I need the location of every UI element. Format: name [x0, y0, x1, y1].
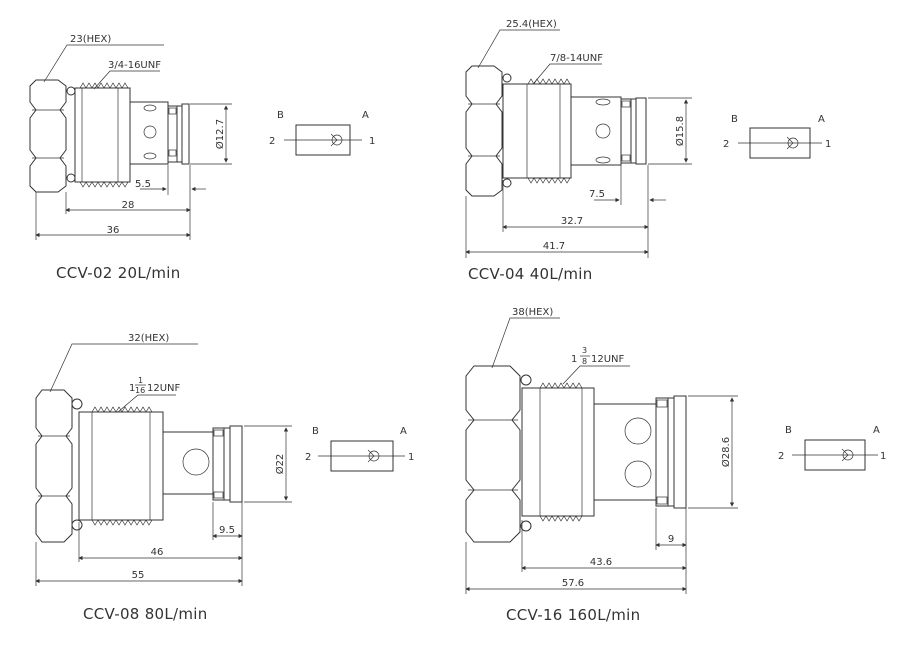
dim-small-label: 9: [668, 534, 674, 545]
dim-total-label: 36: [107, 225, 120, 236]
threaded-body: [78, 406, 164, 526]
port-2-label: 2: [723, 139, 729, 150]
dim-total-label: 57.6: [562, 578, 584, 589]
thread-denominator: 16: [135, 386, 145, 395]
check-valve-symbol: B A 2 1: [269, 110, 375, 156]
port-b-label: B: [312, 426, 319, 437]
thread-label: 1 1 16 12UNF: [129, 376, 181, 395]
hex-nut: [465, 365, 521, 543]
check-valve-symbol: B A 2 1: [305, 426, 414, 472]
model-caption: CCV-04 40L/min: [468, 265, 593, 283]
diameter-label: Ø22: [274, 454, 286, 475]
valve-ccv-16: 38(HEX) 1 3 8 12UNF Ø28.6 9 43.6 57.6 CC…: [465, 307, 886, 624]
dim-total-label: 41.7: [543, 241, 565, 252]
dim-total-label: 55: [132, 570, 145, 581]
hex-nut: [35, 389, 73, 543]
thread-numerator: 1: [138, 376, 143, 385]
port-b-label: B: [785, 425, 792, 436]
port-a-label: A: [400, 426, 407, 437]
port-a-label: A: [362, 110, 369, 121]
thread-numerator: 3: [582, 346, 587, 355]
threaded-body: [502, 78, 572, 184]
port-1-label: 1: [408, 452, 414, 463]
dim-mid-label: 43.6: [590, 557, 612, 568]
threaded-body: [74, 82, 131, 188]
port-b-label: B: [731, 114, 738, 125]
port-1-label: 1: [825, 139, 831, 150]
cage: [129, 101, 190, 165]
port-2-label: 2: [269, 136, 275, 147]
hex-size-label: 23(HEX): [70, 34, 111, 45]
cage: [162, 425, 243, 503]
dim-small-label: 9.5: [219, 525, 235, 536]
valve-ccv-08: 32(HEX) 1 1 16 12UNF Ø22 9.5 46 55 CCV-0…: [35, 333, 414, 623]
thread-label: 7/8-14UNF: [550, 53, 603, 64]
port-2-label: 2: [778, 451, 784, 462]
port-1-label: 1: [369, 136, 375, 147]
port-2-label: 2: [305, 452, 311, 463]
port-a-label: A: [873, 425, 880, 436]
thread-label: 3/4-16UNF: [108, 60, 161, 71]
check-valve-symbol: B A 2 1: [778, 425, 886, 471]
cage: [593, 395, 687, 509]
diameter-label: Ø28.6: [720, 437, 732, 467]
thread-unf: 12UNF: [147, 383, 181, 394]
cage: [570, 96, 647, 166]
dim-mid-label: 28: [122, 200, 135, 211]
thread-unf: 12UNF: [591, 354, 625, 365]
dim-mid-label: 32.7: [561, 216, 583, 227]
model-caption: CCV-16 160L/min: [506, 606, 640, 624]
model-caption: CCV-02 20L/min: [56, 264, 181, 282]
thread-whole-number: 1: [571, 354, 577, 365]
dim-small-label: 7.5: [589, 189, 605, 200]
hex-size-label: 25.4(HEX): [506, 19, 557, 30]
model-caption: CCV-08 80L/min: [83, 605, 208, 623]
thread-whole-number: 1: [129, 383, 135, 394]
hex-nut: [29, 79, 67, 193]
threaded-body: [521, 382, 595, 522]
valve-ccv-02: 23(HEX) 3/4-16UNF Ø12.7 5.5 28 36 CCV-02…: [29, 34, 375, 282]
dim-mid-label: 46: [151, 547, 164, 558]
port-1-label: 1: [880, 451, 886, 462]
thread-label: 1 3 8 12UNF: [571, 346, 625, 366]
hex-nut: [465, 65, 503, 197]
hex-size-label: 32(HEX): [128, 333, 169, 344]
dim-small-label: 5.5: [135, 179, 151, 190]
valve-ccv-04: 25.4(HEX) 7/8-14UNF Ø15.8 7.5 32.7 41.7 …: [465, 19, 831, 283]
diameter-label: Ø15.8: [674, 116, 686, 146]
port-b-label: B: [277, 110, 284, 121]
port-a-label: A: [818, 114, 825, 125]
diameter-label: Ø12.7: [214, 119, 226, 149]
hex-size-label: 38(HEX): [512, 307, 553, 318]
check-valve-symbol: B A 2 1: [723, 114, 831, 159]
thread-denominator: 8: [582, 357, 587, 366]
